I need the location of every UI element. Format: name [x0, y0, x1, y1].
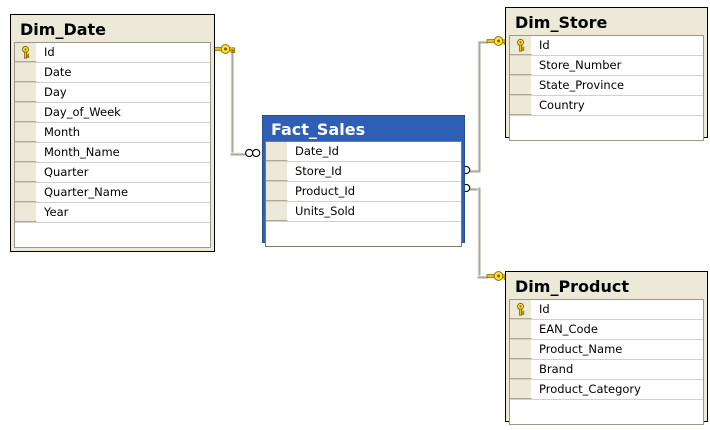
row-gutter: [510, 96, 532, 115]
row-gutter: [15, 203, 37, 222]
row-gutter: [15, 223, 37, 247]
table-row[interactable]: Id: [510, 36, 703, 56]
column-name-empty: [288, 222, 461, 246]
column-name: Year: [37, 203, 210, 222]
column-name: State_Province: [532, 76, 703, 95]
row-gutter: [510, 116, 532, 140]
table-row[interactable]: Year: [15, 203, 210, 223]
table-dim-store[interactable]: Dim_Store Id Store_Number: [505, 7, 708, 141]
row-gutter: [510, 300, 532, 319]
table-dim-product[interactable]: Dim_Product Id EAN_Code: [505, 271, 708, 425]
column-name: Country: [532, 96, 703, 115]
table-row[interactable]: EAN_Code: [510, 320, 703, 340]
key-icon: [517, 302, 525, 316]
column-grid[interactable]: Id Store_Number State_Province Country: [509, 35, 704, 141]
table-row[interactable]: Date_Id: [266, 142, 461, 162]
row-gutter: [510, 56, 532, 75]
table-row[interactable]: Day_of_Week: [15, 103, 210, 123]
table-fact-sales[interactable]: Fact_Sales Date_Id Store_Id Product_Id U…: [262, 115, 465, 247]
row-gutter: [15, 43, 37, 62]
table-title-dim-product: Dim_Product: [509, 275, 704, 299]
column-name: Id: [37, 43, 210, 62]
column-name: Brand: [532, 360, 703, 379]
infinity-icon: [245, 148, 261, 158]
column-name: Day_of_Week: [37, 103, 210, 122]
table-row[interactable]: Store_Id: [266, 162, 461, 182]
row-gutter: [15, 143, 37, 162]
key-icon: [22, 45, 30, 59]
table-row[interactable]: Units_Sold: [266, 202, 461, 222]
row-gutter: [510, 340, 532, 359]
column-name: Id: [532, 36, 703, 55]
table-title-fact-sales: Fact_Sales: [265, 118, 462, 141]
row-gutter: [510, 36, 532, 55]
column-grid[interactable]: Date_Id Store_Id Product_Id Units_Sold: [265, 141, 462, 247]
column-name: Quarter_Name: [37, 183, 210, 202]
row-gutter: [510, 360, 532, 379]
table-row[interactable]: State_Province: [510, 76, 703, 96]
table-title-dim-store: Dim_Store: [509, 11, 704, 35]
key-icon: [517, 38, 525, 52]
row-gutter: [15, 63, 37, 82]
table-row-blank[interactable]: [15, 223, 210, 247]
table-title-dim-date: Dim_Date: [14, 18, 211, 42]
row-gutter: [15, 103, 37, 122]
row-gutter: [510, 320, 532, 339]
column-name-empty: [532, 116, 703, 140]
row-gutter: [510, 380, 532, 399]
row-gutter: [15, 123, 37, 142]
table-row[interactable]: Id: [15, 43, 210, 63]
column-name-empty: [37, 223, 210, 247]
row-gutter: [266, 142, 288, 161]
column-name: Store_Number: [532, 56, 703, 75]
table-row[interactable]: Id: [510, 300, 703, 320]
row-gutter: [15, 83, 37, 102]
table-row-blank[interactable]: [510, 116, 703, 140]
row-gutter: [15, 163, 37, 182]
column-name: Product_Id: [288, 182, 461, 201]
column-name: Date: [37, 63, 210, 82]
column-name: Day: [37, 83, 210, 102]
row-gutter: [266, 202, 288, 221]
table-row[interactable]: Country: [510, 96, 703, 116]
row-gutter: [15, 183, 37, 202]
column-name: Id: [532, 300, 703, 319]
table-row[interactable]: Product_Category: [510, 380, 703, 400]
table-row[interactable]: Month_Name: [15, 143, 210, 163]
column-grid[interactable]: Id Date Day Day_of_Week Month Month_Name: [14, 42, 211, 248]
row-gutter: [266, 182, 288, 201]
table-row[interactable]: Quarter_Name: [15, 183, 210, 203]
column-name: Units_Sold: [288, 202, 461, 221]
column-grid[interactable]: Id EAN_Code Product_Name Brand Product_C…: [509, 299, 704, 425]
table-dim-date[interactable]: Dim_Date Id Date: [10, 14, 215, 252]
column-name: Product_Category: [532, 380, 703, 399]
table-row[interactable]: Quarter: [15, 163, 210, 183]
table-row[interactable]: Month: [15, 123, 210, 143]
table-row-blank[interactable]: [510, 400, 703, 424]
relationship-line-dim-date[interactable]: [213, 44, 261, 158]
table-row[interactable]: Day: [15, 83, 210, 103]
table-row[interactable]: Brand: [510, 360, 703, 380]
column-name: Month_Name: [37, 143, 210, 162]
table-row[interactable]: Product_Id: [266, 182, 461, 202]
table-row[interactable]: Date: [15, 63, 210, 83]
column-name: Product_Name: [532, 340, 703, 359]
column-name: Store_Id: [288, 162, 461, 181]
column-name: EAN_Code: [532, 320, 703, 339]
table-row[interactable]: Product_Name: [510, 340, 703, 360]
key-icon: [213, 44, 236, 54]
row-gutter: [266, 222, 288, 246]
row-gutter: [510, 76, 532, 95]
row-gutter: [510, 400, 532, 424]
table-row-blank[interactable]: [266, 222, 461, 246]
row-gutter: [266, 162, 288, 181]
table-row[interactable]: Store_Number: [510, 56, 703, 76]
column-name: Month: [37, 123, 210, 142]
column-name: Date_Id: [288, 142, 461, 161]
column-name-empty: [532, 400, 703, 424]
column-name: Quarter: [37, 163, 210, 182]
